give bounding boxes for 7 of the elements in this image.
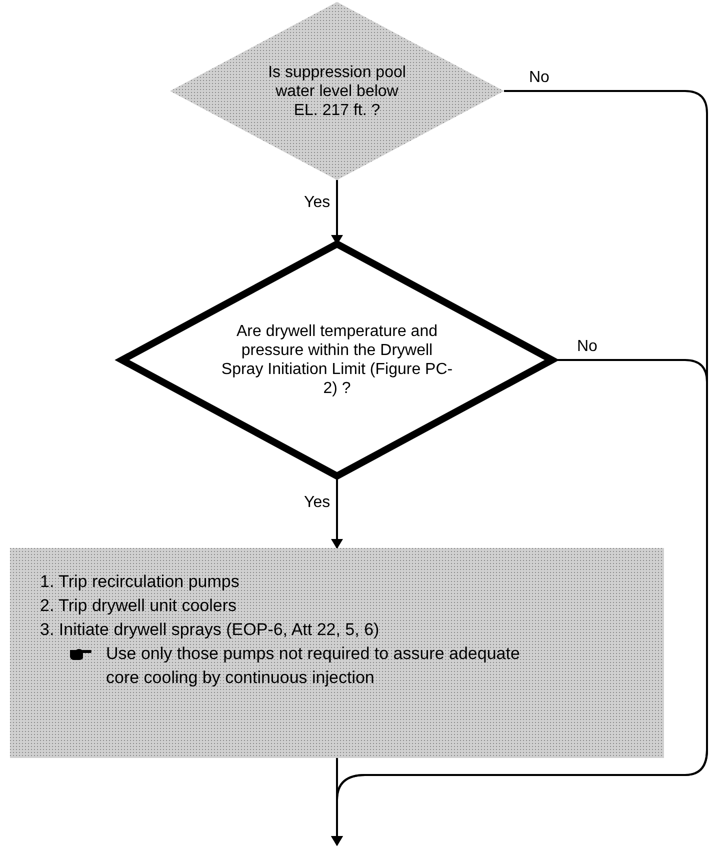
question-text: Is suppression pool water level below EL. 217 ft. ? — [267, 62, 407, 120]
arrow — [331, 758, 343, 846]
question-text: Are drywell temperature and pressure within the Drywell Spray Initiation Limit (Figure PC-2) ? — [220, 322, 454, 398]
note-text: Use only those pumps not required to assure adequate core cooling by continuous injection — [106, 643, 521, 689]
step-text: 1. Trip recirculation pumps — [40, 571, 240, 593]
step-text: 2. Trip drywell unit coolers — [40, 595, 237, 617]
step-text: 3. Initiate drywell sprays (EOP-6, Att 22, 5, 6) — [40, 619, 380, 641]
